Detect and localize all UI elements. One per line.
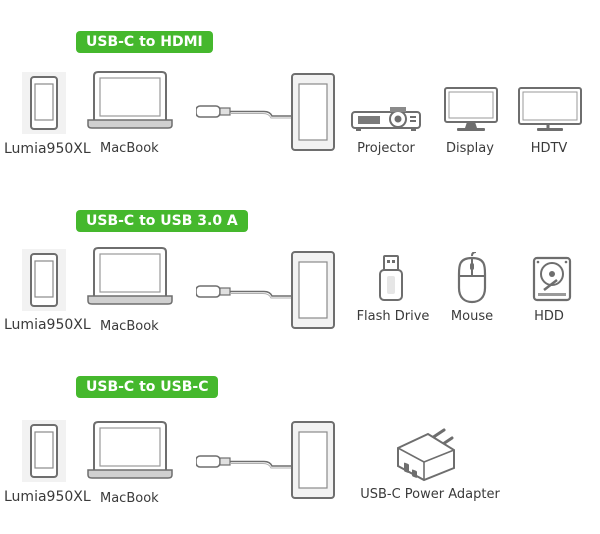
phone-label: Lumia950XL xyxy=(4,317,91,333)
target-label-projector: Projector xyxy=(357,141,415,156)
target-label-hdtv: HDTV xyxy=(530,141,568,156)
laptop-icon xyxy=(87,421,173,479)
usb-c-cable-icon xyxy=(196,455,296,469)
hdd-icon xyxy=(532,256,572,302)
section-title-badge: USB-C to HDMI xyxy=(76,31,213,53)
power-adapter-icon xyxy=(397,428,455,482)
phone-label: Lumia950XL xyxy=(4,141,91,157)
target-label-mouse: Mouse xyxy=(450,309,494,324)
adapter-hub-icon xyxy=(291,251,335,329)
target-label-hdd: HDD xyxy=(534,309,564,324)
target-label-display: Display xyxy=(446,141,494,156)
laptop-icon xyxy=(87,71,173,129)
monitor-icon xyxy=(444,87,498,131)
projector-icon xyxy=(351,107,421,131)
target-label-power-adapter: USB-C Power Adapter xyxy=(360,487,500,502)
phone-icon xyxy=(22,249,66,311)
tv-icon xyxy=(518,87,582,131)
phone-label: Lumia950XL xyxy=(4,489,91,505)
adapter-hub-icon xyxy=(291,73,335,151)
section-hdmi: USB-C to HDMI Lumia950XL MacBook Project… xyxy=(0,0,600,178)
flash-drive-icon xyxy=(379,255,403,301)
laptop-icon xyxy=(87,247,173,305)
phone-icon xyxy=(22,420,66,482)
usb-c-cable-icon xyxy=(196,105,296,119)
section-usb-a: USB-C to USB 3.0 A Lumia950XL MacBook Fl… xyxy=(0,178,600,356)
mouse-icon xyxy=(457,252,487,304)
phone-icon xyxy=(22,72,66,134)
laptop-label: MacBook xyxy=(100,319,159,334)
section-usb-c: USB-C to USB-C Lumia950XL MacBook USB-C … xyxy=(0,356,600,534)
section-title-badge: USB-C to USB 3.0 A xyxy=(76,210,248,232)
laptop-label: MacBook xyxy=(100,491,159,506)
target-label-flash-drive: Flash Drive xyxy=(356,309,430,324)
laptop-label: MacBook xyxy=(100,141,159,156)
usb-c-cable-icon xyxy=(196,285,296,299)
adapter-hub-icon xyxy=(291,421,335,499)
section-title-badge: USB-C to USB-C xyxy=(76,376,219,398)
